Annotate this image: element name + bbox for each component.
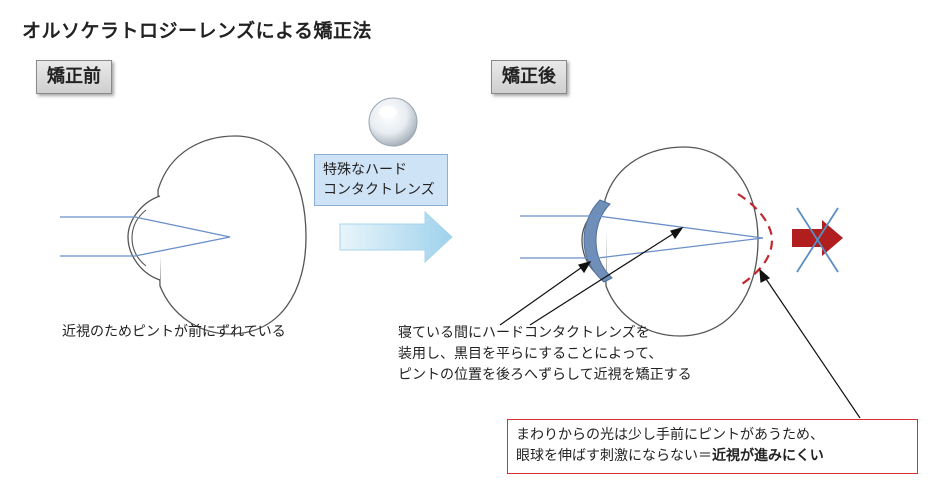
before-caption: 近視のためピントが前にずれている [62, 324, 286, 340]
after-label: 矯正後 [491, 60, 567, 94]
hard-lens-label-line2: コンタクトレンズ [323, 182, 435, 198]
pointer-arrows [499, 226, 861, 419]
note-line-2-text: 眼球を伸ばす刺激にならない＝ [516, 448, 712, 464]
mechanism-line-2: 装用し、黒目を平らにすることによって、 [398, 346, 663, 362]
focus-arc [737, 193, 774, 285]
eye-before [60, 135, 307, 335]
mechanism-caption: 寝ている間にハードコンタクトレンズを 装用し、黒目を平らにすることによって、 ピ… [398, 323, 692, 386]
hard-lens-label-line1: 特殊なハード [323, 162, 407, 178]
eye-after [520, 146, 774, 337]
before-label: 矯正前 [36, 60, 112, 94]
contact-lens-icon [368, 97, 418, 147]
mechanism-line-1: 寝ている間にハードコンタクトレンズを [398, 325, 650, 341]
note-box: まわりからの光は少し手前にピントがあうため、 眼球を伸ばす刺激にならない＝近視が… [507, 419, 918, 474]
note-line-2: 眼球を伸ばす刺激にならない＝近視が進みにくい [516, 446, 909, 467]
mechanism-line-3: ピントの位置を後ろへずらして近視を矯正する [398, 367, 692, 383]
red-arrow-icon [792, 220, 843, 256]
right-arrow-icon [339, 210, 453, 264]
orthok-lens [583, 199, 613, 283]
note-line-1: まわりからの光は少し手前にピントがあうため、 [516, 427, 824, 443]
note-emphasis: 近視が進みにくい [712, 448, 824, 464]
page-title: オルソケラトロジーレンズによる矯正法 [22, 20, 373, 42]
hard-lens-label: 特殊なハード コンタクトレンズ [314, 154, 448, 206]
